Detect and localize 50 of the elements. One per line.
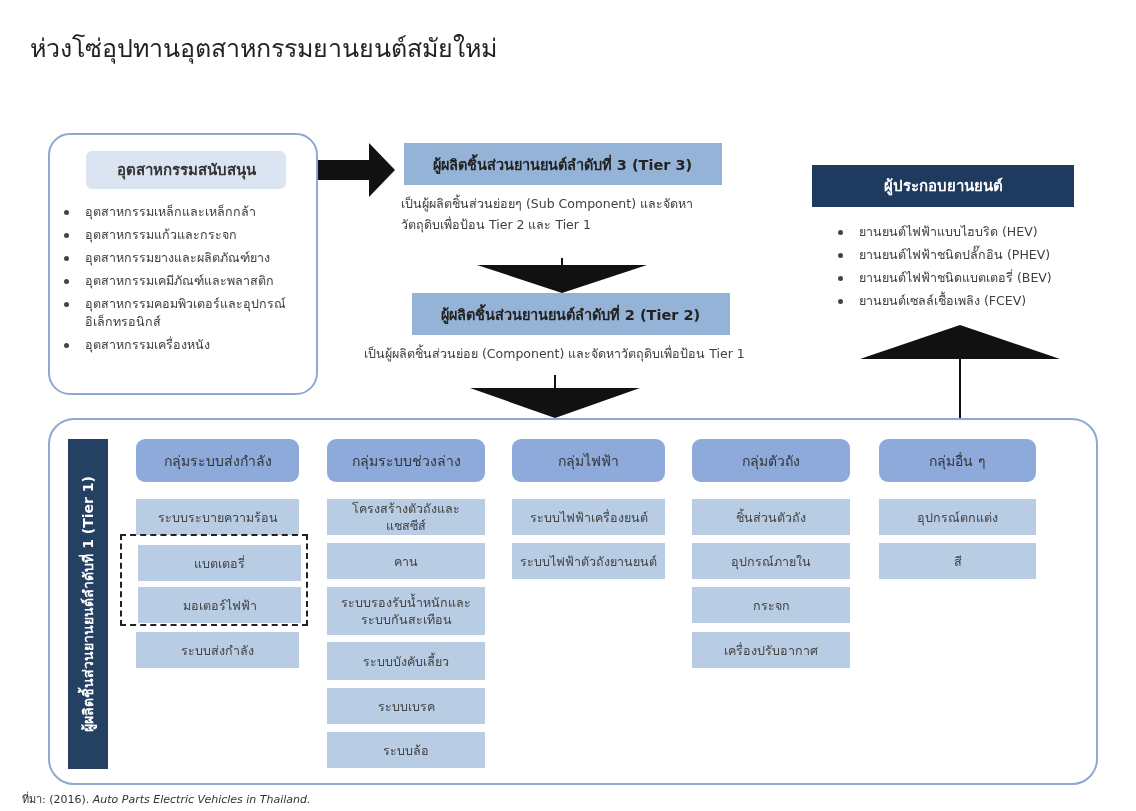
- group-heading: กลุ่มไฟฟ้า: [512, 439, 665, 482]
- component-tile: ระบบส่งกำลัง: [136, 632, 299, 668]
- list-item-text: อุตสาหกรรมเครื่องหนัง: [85, 336, 210, 354]
- band-label: ผู้ผลิตชิ้นส่วนยานยนต์ลำดับที่ 1 (Tier 1): [78, 476, 98, 732]
- component-tile: โครงสร้างตัวถังและแชสซีส์: [327, 499, 485, 535]
- component-tile: ชิ้นส่วนตัวถัง: [692, 499, 850, 535]
- component-tile: อุปกรณ์ตกแต่ง: [879, 499, 1036, 535]
- component-tile: ระบบไฟฟ้าเครื่องยนต์: [512, 499, 665, 535]
- description-text: เป็นผู้ผลิตชิ้นส่วนย่อย (Component) และจัดหาวัตถุดิบเพื่อป้อน Tier 1: [363, 343, 746, 364]
- component-tile: ระบบไฟฟ้าตัวถังยานยนต์: [512, 543, 665, 579]
- component-tile: สี: [879, 543, 1036, 579]
- group-heading: กลุ่มระบบส่งกำลัง: [136, 439, 299, 482]
- description-text: เป็นผู้ผลิตชิ้นส่วนย่อยๆ (Sub Component) และจัดหาวัตถุดิบเพื่อป้อน Tier 2 และ Tier 1: [400, 193, 695, 235]
- block-arrow: [318, 143, 395, 197]
- list-item-text: อุตสาหกรรมยางและผลิตภัณฑ์ยาง: [85, 249, 270, 267]
- list-item-text: อุตสาหกรรมคอมพิวเตอร์และอุปกรณ์อิเล็กทรอนิกส์: [85, 295, 287, 331]
- component-tile: แบตเตอรี่: [138, 545, 301, 581]
- list-item-text: อุตสาหกรรมเคมีภัณฑ์และพลาสติก: [85, 272, 274, 290]
- dashed-highlight-frame: [120, 534, 308, 626]
- header-bar: ผู้ผลิตชิ้นส่วนยานยนต์ลำดับที่ 2 (Tier 2): [411, 293, 730, 335]
- component-tile: ระบบล้อ: [327, 732, 485, 768]
- component-tile: ระบบระบายความร้อน: [136, 499, 299, 535]
- component-tile: คาน: [327, 543, 485, 579]
- group-heading: กลุ่มระบบช่วงล่าง: [327, 439, 485, 482]
- group-heading: กลุ่มตัวถัง: [692, 439, 850, 482]
- panel-heading: อุตสาหกรรมสนับสนุน: [86, 151, 286, 189]
- list-item-text: ยานยนต์ไฟฟ้าแบบไฮบริด (HEV): [859, 223, 1038, 241]
- group-heading: กลุ่มอื่น ๆ: [879, 439, 1036, 482]
- vertical-band: [68, 439, 108, 769]
- header-bar: ผู้ประกอบยานยนต์: [812, 165, 1074, 207]
- component-tile: ระบบบังคับเลี้ยว: [327, 642, 485, 680]
- list-item-text: ยานยนต์ไฟฟ้าชนิดแบตเตอรี่ (BEV): [859, 269, 1052, 287]
- triangle-arrow: [477, 257, 647, 294]
- list-item-text: ยานยนต์เซลล์เชื้อเพลิง (FCEV): [859, 292, 1027, 310]
- diagram-title: ห่วงโซ่อุปทานอุตสาหกรรมยานยนต์สมัยใหม่: [30, 33, 497, 66]
- list-item-text: ยานยนต์ไฟฟ้าชนิดปลั๊กอิน (PHEV): [859, 246, 1051, 264]
- triangle-arrow: [860, 324, 1060, 419]
- rounded-panel: [48, 418, 1098, 785]
- triangle-arrow: [470, 374, 640, 419]
- rounded-panel: [48, 133, 318, 395]
- component-tile: มอเตอร์ไฟฟ้า: [138, 587, 301, 623]
- source-caption: ที่มา: (2016). Auto Parts Electric Vehicles in Thailand.: [22, 790, 311, 808]
- component-tile: ระบบเบรค: [327, 688, 485, 724]
- component-tile: ระบบรองรับน้ำหนักและระบบกันสะเทือน: [327, 587, 485, 635]
- list-item-text: อุตสาหกรรมแก้วและกระจก: [85, 226, 237, 244]
- component-tile: อุปกรณ์ภายใน: [692, 543, 850, 579]
- component-tile: กระจก: [692, 587, 850, 623]
- list-item-text: อุตสาหกรรมเหล็กและเหล็กกล้า: [85, 203, 256, 221]
- header-bar: ผู้ผลิตชิ้นส่วนยานยนต์ลำดับที่ 3 (Tier 3): [403, 143, 722, 185]
- component-tile: เครื่องปรับอากาศ: [692, 632, 850, 668]
